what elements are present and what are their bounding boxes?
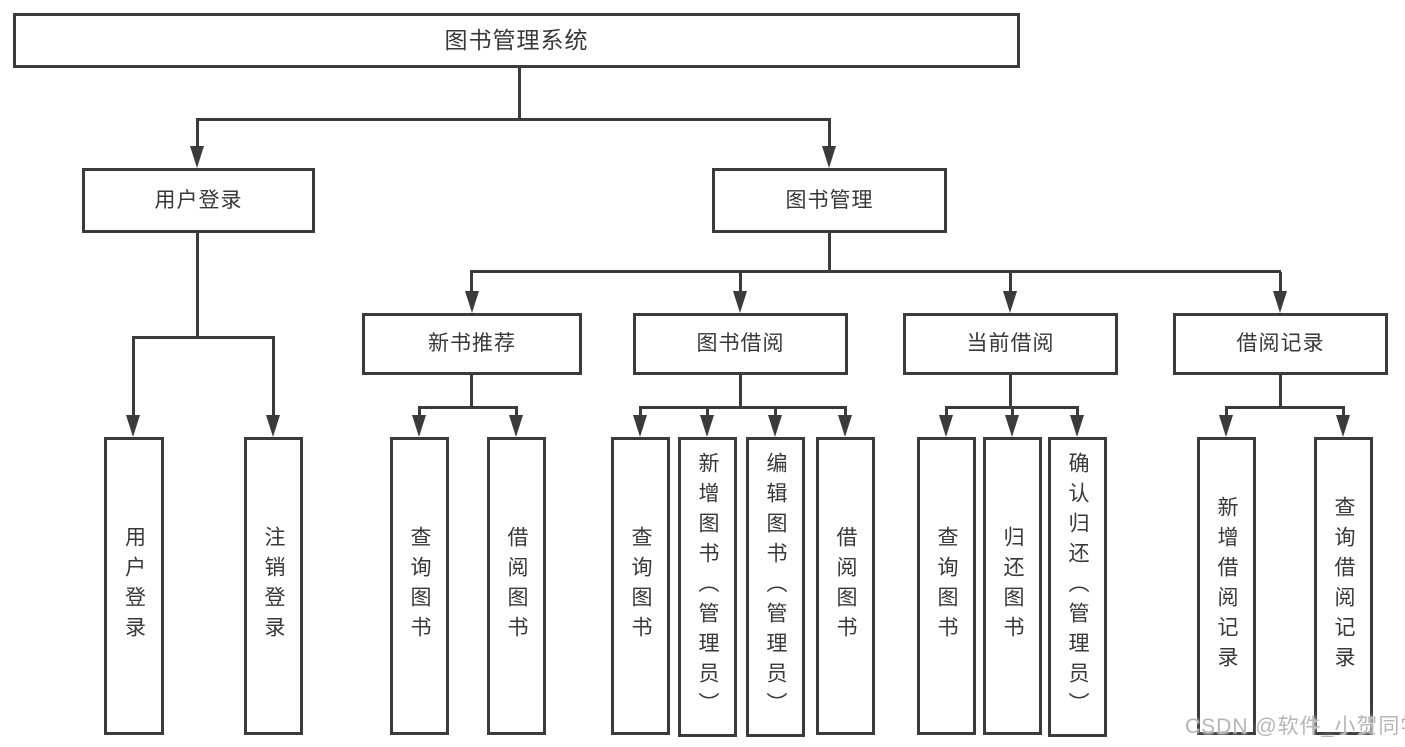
leaf-return-book: 归还图书 xyxy=(983,437,1042,735)
csdn-watermark: CSDN @软件_小贺同学 xyxy=(1185,715,1405,738)
arrowhead-down xyxy=(190,146,204,168)
connector-line xyxy=(1009,373,1012,409)
connector-line xyxy=(739,272,742,292)
leaf-query-books-newbook: 查询图书 xyxy=(390,437,449,735)
leaf-add-book-admin: 新增图书（管理员） xyxy=(678,437,737,737)
node-library-management-system: 图书管理系统 xyxy=(13,13,1020,68)
arrowhead-down xyxy=(1273,291,1287,313)
node-borrowing-records: 借阅记录 xyxy=(1173,313,1388,375)
arrowhead-down xyxy=(733,291,747,313)
arrowhead-down xyxy=(1219,415,1233,437)
connector-line xyxy=(774,408,777,417)
node-current-borrowing: 当前借阅 xyxy=(903,313,1118,375)
node-new-book-recommend: 新书推荐 xyxy=(362,313,582,375)
connector-line xyxy=(418,408,421,417)
connector-line xyxy=(418,406,518,409)
connector-line xyxy=(1279,272,1282,292)
connector-line xyxy=(706,408,709,417)
arrowhead-down xyxy=(465,291,479,313)
node-book-borrowing: 图书借阅 xyxy=(633,313,848,375)
arrowhead-down xyxy=(939,415,953,437)
arrowhead-down xyxy=(633,415,647,437)
connector-line xyxy=(639,408,642,417)
connector-line xyxy=(196,231,199,339)
connector-line xyxy=(945,408,948,417)
arrowhead-down xyxy=(266,415,280,437)
connector-line xyxy=(470,373,473,409)
arrowhead-down xyxy=(1005,415,1019,437)
arrowhead-down xyxy=(412,415,426,437)
connector-line xyxy=(272,338,275,417)
arrowhead-down xyxy=(838,415,852,437)
arrowhead-down xyxy=(509,415,523,437)
connector-line xyxy=(196,118,831,121)
node-user-login: 用户登录 xyxy=(82,168,315,233)
connector-line xyxy=(1225,408,1228,417)
connector-line xyxy=(1342,408,1345,417)
arrowhead-down xyxy=(768,415,782,437)
connector-line xyxy=(739,373,742,409)
leaf-query-books-borrow: 查询图书 xyxy=(611,437,670,735)
arrowhead-down xyxy=(700,415,714,437)
leaf-borrow-books-newbook: 借阅图书 xyxy=(487,437,546,735)
connector-line xyxy=(518,66,521,120)
connector-line xyxy=(132,338,135,417)
connector-line xyxy=(132,336,275,339)
leaf-query-borrow-record: 查询借阅记录 xyxy=(1314,437,1373,735)
connector-line xyxy=(1225,406,1345,409)
arrowhead-down xyxy=(1003,291,1017,313)
leaf-confirm-return-admin: 确认归还（管理员） xyxy=(1048,437,1107,737)
arrowhead-down xyxy=(1070,415,1084,437)
arrowhead-down xyxy=(126,415,140,437)
connector-line xyxy=(1009,272,1012,292)
arrowhead-down xyxy=(1336,415,1350,437)
connector-line xyxy=(470,272,473,292)
connector-line xyxy=(1076,408,1079,417)
leaf-add-borrow-record: 新增借阅记录 xyxy=(1197,437,1256,735)
node-book-management: 图书管理 xyxy=(712,168,947,233)
connector-line xyxy=(1279,373,1282,409)
connector-line xyxy=(1011,408,1014,417)
connector-line xyxy=(470,270,1281,273)
leaf-query-books-current: 查询图书 xyxy=(917,437,976,735)
leaf-borrow-books-borrow: 借阅图书 xyxy=(816,437,875,735)
arrowhead-down xyxy=(822,146,836,168)
connector-line xyxy=(515,408,518,417)
connector-line xyxy=(945,406,1079,409)
connector-line xyxy=(196,120,199,148)
connector-line xyxy=(828,231,831,273)
connector-line xyxy=(844,408,847,417)
leaf-user-login: 用户登录 xyxy=(104,437,164,735)
connector-line xyxy=(639,406,847,409)
leaf-logout: 注销登录 xyxy=(244,437,303,735)
connector-line xyxy=(828,120,831,148)
leaf-edit-book-admin: 编辑图书（管理员） xyxy=(746,437,805,737)
